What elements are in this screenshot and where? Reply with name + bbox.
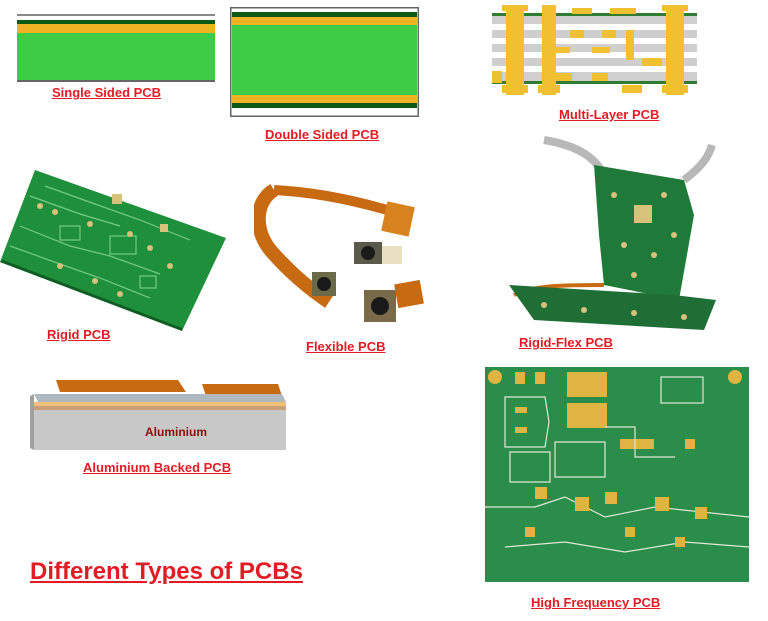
high-frequency-pcb-image <box>485 367 749 582</box>
aluminium-backed-caption: Aluminium Backed PCB <box>83 460 232 475</box>
double-sided-caption: Double Sided PCB <box>265 127 380 142</box>
rigid-caption: Rigid PCB <box>47 327 111 342</box>
rigid-flex-caption: Rigid-Flex PCB <box>519 335 613 350</box>
rigid-pcb-image <box>0 170 226 331</box>
flexible-caption: Flexible PCB <box>306 339 386 354</box>
flexible-pcb-image <box>254 184 424 322</box>
single-sided-caption: Single Sided PCB <box>52 85 162 100</box>
page-title: Different Types of PCBs <box>30 558 303 585</box>
aluminium-layer-label: Aluminium <box>145 425 207 439</box>
single-sided-pcb-diagram <box>17 14 215 82</box>
multi-layer-caption: Multi-Layer PCB <box>559 107 660 122</box>
aluminium-backed-pcb-diagram <box>30 380 286 450</box>
multi-layer-pcb-diagram <box>492 5 697 95</box>
high-frequency-caption: High Frequency PCB <box>531 595 661 610</box>
rigid-flex-pcb-image <box>509 136 716 330</box>
double-sided-pcb-diagram <box>230 7 419 117</box>
